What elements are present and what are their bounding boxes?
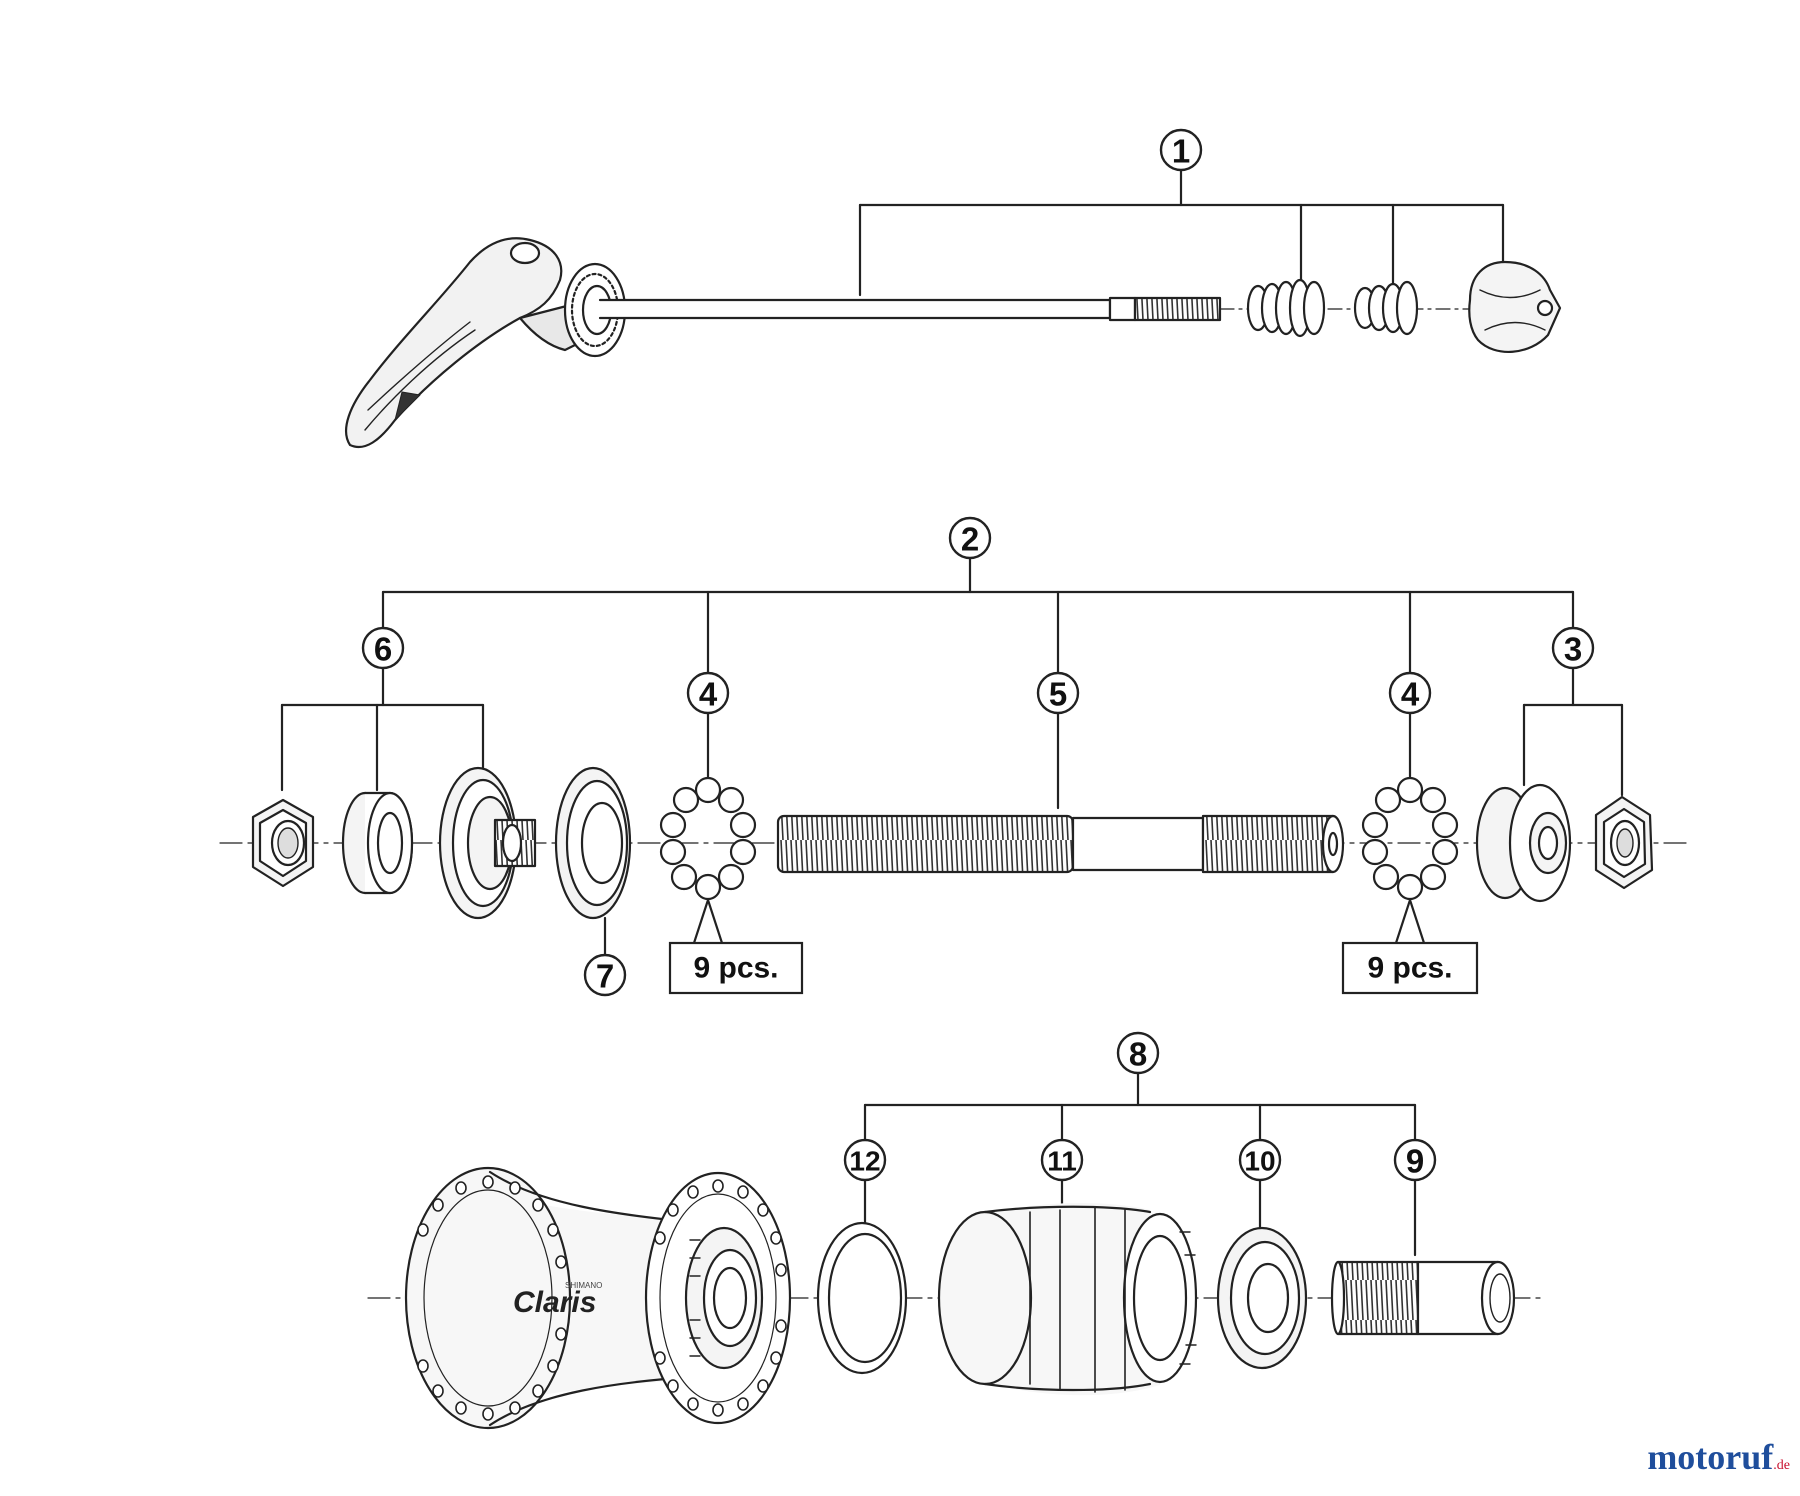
callout-6 bbox=[361, 626, 405, 670]
lock-nut-left-icon bbox=[251, 798, 315, 888]
callout-4a-number: 4 bbox=[699, 676, 718, 713]
callout-3 bbox=[1551, 626, 1595, 670]
callout-4b bbox=[1388, 671, 1432, 715]
hub-axle-icon bbox=[776, 814, 1345, 874]
watermark-logo: motoruf.de bbox=[1647, 1436, 1790, 1478]
callout-5-number: 5 bbox=[1049, 676, 1067, 713]
qty-label-right: 9 pcs. bbox=[1367, 952, 1452, 985]
ball-bearings-left-icon bbox=[659, 776, 757, 901]
ball-bearings-right-icon bbox=[1361, 776, 1459, 901]
freehub-body-icon bbox=[937, 1203, 1198, 1396]
skewer-spring-right-icon bbox=[1353, 280, 1419, 336]
callout-4b-number: 4 bbox=[1401, 676, 1420, 713]
callout-6-number: 6 bbox=[374, 631, 392, 668]
callout-8 bbox=[1116, 1031, 1160, 1075]
qty-label-left: 9 pcs. bbox=[693, 952, 778, 985]
hub-branding: SHIMANO Claris bbox=[513, 1281, 602, 1319]
hub-shell-icon bbox=[404, 1166, 792, 1430]
callout-11-number: 11 bbox=[1047, 1146, 1077, 1177]
callout-2 bbox=[948, 516, 992, 560]
watermark-text: motoruf bbox=[1647, 1437, 1774, 1477]
callout-7-number: 7 bbox=[596, 958, 614, 995]
freehub-washer-icon bbox=[1216, 1226, 1308, 1370]
callout-1-bracket bbox=[858, 166, 1505, 297]
callout-6-bracket bbox=[280, 666, 485, 792]
spacer-ring-icon bbox=[816, 1221, 908, 1375]
watermark-suffix: .de bbox=[1773, 1458, 1790, 1473]
callout-9 bbox=[1393, 1138, 1437, 1182]
callout-10-number: 10 bbox=[1244, 1146, 1275, 1177]
callout-8-bracket bbox=[863, 1071, 1417, 1142]
hub-series-text: Claris bbox=[513, 1286, 596, 1319]
callout-2-bracket bbox=[381, 555, 1575, 675]
callout-3-bracket bbox=[1522, 666, 1624, 797]
lock-nut-right-icon bbox=[1594, 795, 1654, 890]
callout-12 bbox=[843, 1138, 887, 1182]
callout-1 bbox=[1159, 128, 1203, 172]
qty-pointer-right bbox=[1394, 898, 1426, 945]
dust-cap-seal-icon bbox=[554, 766, 632, 920]
callout-4a bbox=[686, 671, 730, 715]
qty-pointer-left bbox=[692, 898, 724, 945]
callout-10 bbox=[1238, 1138, 1282, 1182]
skewer-end-nut-icon bbox=[1468, 260, 1562, 353]
callout-8-number: 8 bbox=[1129, 1036, 1147, 1073]
hub-flange-holes-right bbox=[654, 1179, 787, 1417]
qty-box-right: 9 pcs. bbox=[1341, 941, 1479, 995]
callout-3-number: 3 bbox=[1564, 631, 1582, 668]
freehub-bolt-icon bbox=[1330, 1260, 1516, 1336]
cone-right-icon bbox=[1475, 783, 1572, 903]
spacer-washer-icon bbox=[341, 791, 414, 895]
qty-box-left: 9 pcs. bbox=[668, 941, 804, 995]
callout-7 bbox=[583, 953, 627, 997]
callout-1-number: 1 bbox=[1172, 133, 1190, 170]
hub-maker-text: SHIMANO bbox=[565, 1281, 602, 1290]
hub-flange-holes-left bbox=[417, 1175, 567, 1421]
callout-12-number: 12 bbox=[849, 1146, 880, 1177]
quick-release-lever-icon bbox=[345, 237, 627, 448]
callout-2-number: 2 bbox=[961, 521, 979, 558]
callout-9-number: 9 bbox=[1406, 1143, 1424, 1180]
skewer-spring-left-icon bbox=[1246, 278, 1326, 338]
cone-left-icon bbox=[438, 766, 537, 920]
callout-5 bbox=[1036, 671, 1080, 715]
callout-11 bbox=[1040, 1138, 1084, 1182]
